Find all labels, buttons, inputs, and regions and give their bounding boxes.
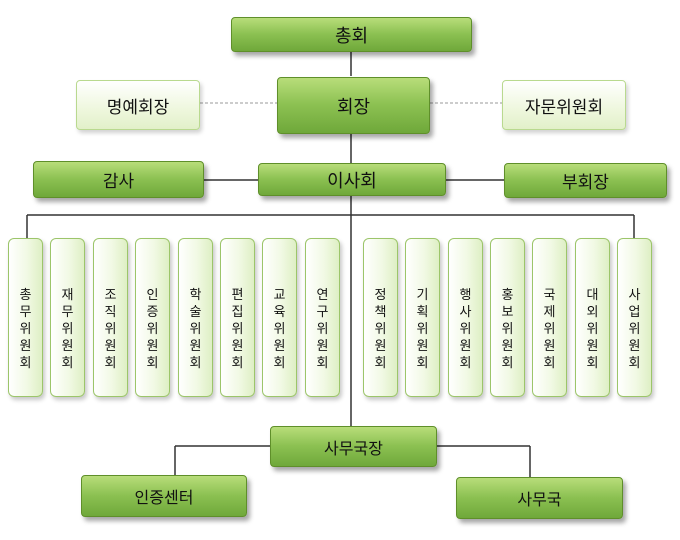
board-of-directors-box: 이사회: [258, 163, 446, 196]
vice-president-label: 부회장: [562, 173, 609, 193]
secretariat-office-label: 사무국: [517, 490, 562, 509]
secretariat-office-box: 사무국: [456, 477, 623, 519]
auditor-label: 감사: [102, 172, 135, 192]
secretary-general-label: 사무국장: [324, 438, 383, 458]
president-box: 회장: [277, 77, 430, 134]
general-assembly-box: 총회: [231, 17, 472, 52]
general-assembly-label: 총회: [334, 25, 369, 47]
certification-center-label: 인증센터: [134, 488, 194, 507]
secretary-general-box: 사무국장: [270, 426, 437, 467]
advisory-committee-box: 자문위원회: [502, 80, 626, 130]
advisory-committee-label: 자문위원회: [524, 97, 604, 118]
certification-center-box: 인증센터: [81, 475, 247, 517]
honorary-president-box: 명예회장: [76, 80, 200, 130]
board-of-directors-label: 이사회: [327, 170, 377, 192]
president-label: 회장: [336, 96, 371, 118]
auditor-box: 감사: [33, 161, 204, 198]
vice-president-box: 부회장: [504, 163, 667, 198]
honorary-president-label: 명예회장: [106, 97, 170, 118]
